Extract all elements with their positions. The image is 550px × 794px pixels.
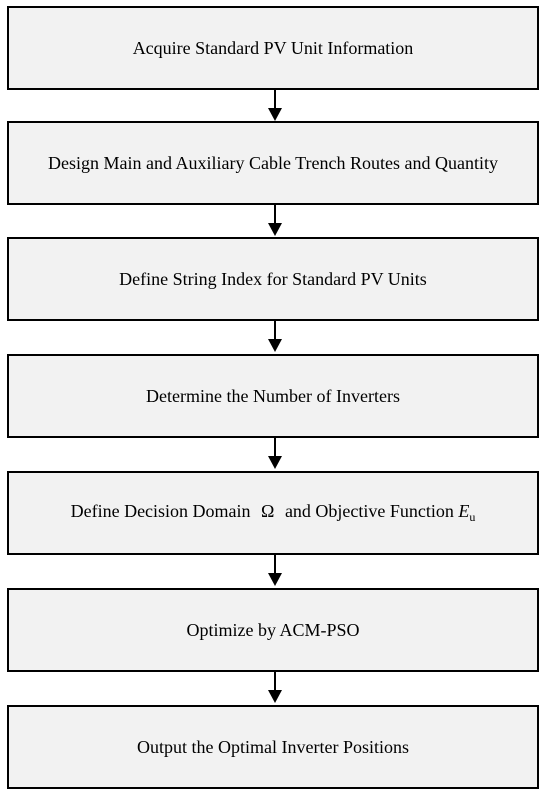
step-label: Define String Index for Standard PV Unit…	[119, 268, 427, 289]
step-optimize-acm-pso: Optimize by ACM-PSO	[7, 588, 539, 672]
step-label: Determine the Number of Inverters	[146, 385, 400, 406]
step-label: Optimize by ACM-PSO	[186, 619, 360, 640]
step-define-domain-objective: Define Decision Domain Ω and Objective F…	[7, 471, 539, 555]
step-acquire-pv-unit-info: Acquire Standard PV Unit Information	[7, 6, 539, 90]
arrow-down-icon	[266, 321, 284, 352]
step-define-string-index: Define String Index for Standard PV Unit…	[7, 237, 539, 321]
step-label: Output the Optimal Inverter Positions	[137, 736, 409, 757]
step-label-part: and Objective Function	[284, 501, 454, 521]
arrow-down-icon	[266, 205, 284, 236]
arrow-down-icon	[266, 90, 284, 121]
arrow-down-icon	[266, 438, 284, 469]
objective-variable: E	[458, 501, 470, 521]
step-output-positions: Output the Optimal Inverter Positions	[7, 705, 539, 789]
step-label: Acquire Standard PV Unit Information	[132, 37, 414, 58]
arrow-down-icon	[266, 555, 284, 586]
objective-subscript: u	[469, 510, 476, 524]
step-determine-inverters: Determine the Number of Inverters	[7, 354, 539, 438]
step-label: Define Decision Domain Ω and Objective F…	[71, 501, 476, 525]
arrow-down-icon	[266, 672, 284, 703]
step-design-cable-trench: Design Main and Auxiliary Cable Trench R…	[7, 121, 539, 205]
omega-symbol: Ω	[261, 501, 275, 521]
step-label-part: Define Decision Domain	[70, 501, 251, 521]
step-label: Design Main and Auxiliary Cable Trench R…	[48, 152, 498, 173]
